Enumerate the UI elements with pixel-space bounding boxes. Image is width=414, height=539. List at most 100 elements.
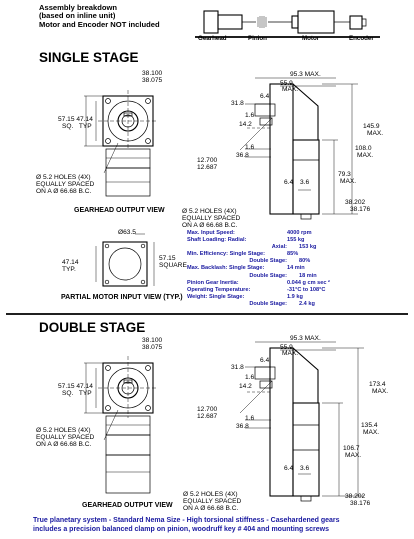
- dim-64b: 6.4: [284, 179, 294, 186]
- spec-row: Double Stage: 80%: [187, 258, 330, 265]
- dim-106-max: MAX.: [345, 452, 362, 459]
- label-gearhead: Gearhead: [198, 35, 227, 42]
- dim-64: 6.4: [260, 357, 270, 364]
- spec-row: Operating Temperature: -31°C to 108°C: [187, 287, 330, 294]
- shaft-dim-top: 12.700: [197, 157, 218, 164]
- spec-key: Pinion Gear Inertia:: [187, 279, 239, 286]
- spec-value: 4000 rpm: [287, 230, 312, 236]
- square-dim-value: 57.15: [58, 116, 75, 123]
- holes-note-2: Ø 5.2 HOLES (4X) EQUALLY SPACED ON A Ø 6…: [183, 491, 242, 512]
- spec-key: Operating Temperature:: [187, 286, 251, 293]
- holes-line: ON A Ø 66.68 B.C.: [36, 440, 92, 448]
- spec-key: Min. Efficiency: Single Stage:: [187, 251, 266, 258]
- dim-318: 31.8: [231, 100, 244, 107]
- assembly-note: Assembly breakdown (based on inline unit…: [39, 3, 160, 29]
- assembly-note-line: (based on inline unit): [39, 11, 116, 21]
- holes-line: ON A Ø 66.68 B.C.: [183, 504, 239, 512]
- label-motor: Motor: [302, 35, 320, 42]
- square-dim: 57.15 47.14: [58, 383, 93, 391]
- pilot-dim-bottom: 38.176: [350, 206, 371, 213]
- dim-55-max: MAX.: [282, 86, 299, 93]
- dim-55: 55.9: [280, 80, 293, 87]
- spec-value: 2.4 kg: [299, 300, 315, 307]
- assembly-note-line: Assembly breakdown: [39, 3, 118, 12]
- typ-unit: TYP: [78, 390, 92, 397]
- dim-318: 31.8: [231, 364, 244, 371]
- square-unit: SQ.: [62, 123, 74, 130]
- motor-sq-dim: 57.15: [159, 255, 176, 262]
- spec-row: Min. Efficiency: Single Stage: 85%: [187, 251, 330, 258]
- dim-793-max: MAX.: [340, 178, 357, 185]
- dim-142: 14.2: [239, 121, 252, 128]
- motor-typ-dim: 47.14: [62, 259, 79, 266]
- holes-line: EQUALLY SPACED: [36, 180, 95, 188]
- single-stage-title: SINGLE STAGE: [39, 50, 139, 65]
- spec-row: Axial: 153 kg: [187, 244, 330, 251]
- typ-unit: TYP: [78, 123, 92, 130]
- caption-gearhead-output: GEARHEAD OUTPUT VIEW: [82, 502, 173, 509]
- assembly-diagram: [195, 10, 380, 38]
- spec-value: 85%: [287, 251, 299, 258]
- spec-key: Shaft Loading: Radial:: [187, 237, 247, 244]
- dim-16: 1.6: [245, 112, 255, 119]
- square-dim-unit: 47.14: [76, 116, 93, 123]
- holes-line: EQUALLY SPACED: [36, 433, 95, 441]
- spec-key: Weight: Single Stage:: [187, 293, 245, 300]
- double-stage-title: DOUBLE STAGE: [39, 320, 146, 335]
- motor-input-view: [95, 233, 155, 287]
- dim-173-max: MAX.: [372, 388, 389, 395]
- square-dim: 57.15 47.14: [58, 116, 93, 124]
- bore-dim-bottom: 38.075: [142, 77, 163, 84]
- square-dim-typ: 47.14: [76, 383, 93, 390]
- shaft-dim-top: 12.700: [197, 406, 218, 413]
- holes-line: EQUALLY SPACED: [183, 497, 242, 505]
- square-dim-value: 57.15: [58, 383, 75, 390]
- spec-row: Double Stage: 18 min: [187, 273, 330, 280]
- dim-106: 106.7: [343, 445, 360, 452]
- dim-16: 1.6: [245, 374, 255, 381]
- dim-145: 145.9: [363, 123, 380, 130]
- bore-dim-bottom: 38.075: [142, 344, 163, 351]
- spec-key: Axial:: [271, 244, 287, 251]
- dim-64: 6.4: [260, 93, 270, 100]
- square-unit: SQ.: [62, 390, 74, 397]
- dim-95: 95.3 MAX.: [290, 335, 321, 342]
- holes-line: Ø 5.2 HOLES (4X): [183, 491, 238, 498]
- dim-64b: 6.4: [284, 465, 294, 472]
- spec-key: Double Stage:: [249, 258, 287, 265]
- footer-note: True planetary system - Standard Nema Si…: [33, 516, 340, 534]
- single-side-view: [239, 77, 358, 220]
- spec-row: Double Stage:2.4 kg: [187, 301, 330, 308]
- holes-line: Ø 5.2 HOLES (4X): [182, 208, 237, 215]
- spec-value: 80%: [299, 258, 311, 265]
- footer-line-2: includes a precision balanced clamp on p…: [33, 526, 330, 533]
- dim-135-max: MAX.: [363, 429, 380, 436]
- dim-55: 55.9: [280, 344, 293, 351]
- dim-108-max: MAX.: [357, 152, 374, 159]
- spec-row: Max. Backlash: Single Stage:14 min: [187, 265, 330, 272]
- spec-key: Max. Backlash: Single Stage:: [187, 265, 265, 272]
- dim-368: 36.8: [236, 423, 249, 430]
- spec-row: Max. Input Speed:4000 rpm: [187, 230, 330, 237]
- dim-108: 108.0: [355, 145, 372, 152]
- spec-row: Weight: Single Stage:1.9 kg: [187, 294, 330, 301]
- dim-142: 14.2: [239, 383, 252, 390]
- holes-note: Ø 5.2 HOLES (4X) EQUALLY SPACED ON A Ø 6…: [36, 174, 95, 195]
- caption-motor-input: PARTIAL MOTOR INPUT VIEW (TYP.): [61, 294, 183, 301]
- holes-line: ON A Ø 66.68 B.C.: [36, 187, 92, 195]
- square-dim-2: SQ. TYP: [62, 123, 92, 131]
- label-encoder: Encoder: [349, 35, 374, 42]
- holes-note-2: Ø 5.2 HOLES (4X) EQUALLY SPACED ON A Ø 6…: [182, 208, 240, 229]
- bore-dim-top: 38.100: [142, 70, 163, 77]
- pilot-dim-bottom: 38.176: [350, 500, 371, 507]
- spec-value: 18 min: [299, 272, 317, 279]
- bore-dim-top: 38.100: [142, 337, 163, 344]
- dim-368: 36.8: [236, 152, 249, 159]
- spec-value: -31°C to 108°C: [287, 286, 326, 293]
- dim-36: 3.6: [300, 465, 310, 472]
- spec-key: Double Stage:: [249, 272, 287, 279]
- shaft-dim-bottom: 12.687: [197, 164, 218, 171]
- spec-value: 153 kg: [299, 244, 317, 251]
- caption-gearhead-output: GEARHEAD OUTPUT VIEW: [74, 207, 165, 214]
